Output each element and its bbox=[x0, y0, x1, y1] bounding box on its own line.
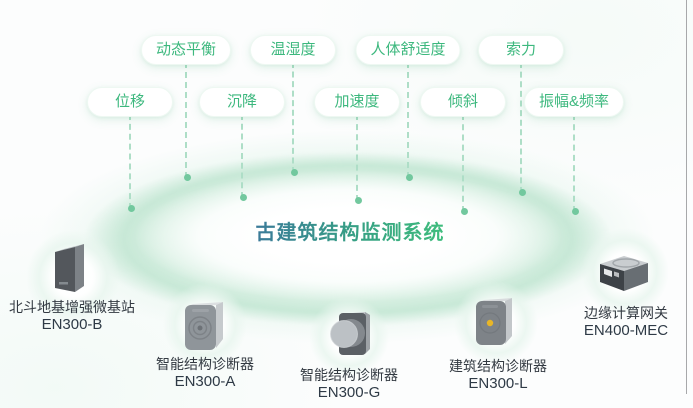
tag-cable-force: 索力 bbox=[478, 35, 564, 65]
connector-dot bbox=[461, 208, 468, 215]
connector-line-amplitude-frequency bbox=[572, 114, 579, 215]
device-illustration-en300-b bbox=[50, 240, 94, 296]
connector-line-settlement bbox=[240, 114, 247, 201]
connector-line-acceleration bbox=[355, 114, 362, 204]
connector-dot bbox=[355, 197, 362, 204]
device-name-en400-mec: 边缘计算网关 bbox=[583, 305, 668, 321]
tag-settlement: 沉降 bbox=[199, 87, 285, 117]
device-name-en300-l: 建筑结构诊断器 bbox=[449, 358, 547, 374]
connector-dot bbox=[519, 189, 526, 196]
device-model-en400-mec: EN400-MEC bbox=[583, 322, 669, 339]
tag-displacement: 位移 bbox=[87, 87, 173, 117]
device-name-en300-b: 北斗地基增强微基站 bbox=[9, 299, 135, 315]
connector-line-dynamic-balance bbox=[184, 62, 191, 181]
device-name-en300-g: 智能结构诊断器 bbox=[300, 367, 398, 383]
connector-line-cable-force bbox=[519, 62, 526, 196]
device-illustration-en300-l bbox=[472, 296, 516, 348]
connector-dot bbox=[240, 194, 247, 201]
tag-acceleration: 加速度 bbox=[314, 87, 400, 117]
connector-line-tilt bbox=[461, 114, 468, 215]
device-model-en300-a: EN300-A bbox=[174, 373, 236, 390]
connector-line-human-comfort bbox=[406, 62, 413, 181]
device-illustration-en300-a bbox=[181, 299, 229, 351]
tag-dynamic-balance: 动态平衡 bbox=[140, 35, 232, 65]
device-model-en300-b: EN300-B bbox=[41, 316, 103, 333]
tag-temperature-humidity: 温湿度 bbox=[250, 35, 336, 65]
device-name-en300-a: 智能结构诊断器 bbox=[156, 356, 254, 372]
tag-amplitude-frequency: 振幅&频率 bbox=[523, 87, 625, 117]
connector-line-temperature-humidity bbox=[291, 62, 298, 176]
connector-dot bbox=[291, 169, 298, 176]
connector-dot bbox=[572, 208, 579, 215]
system-title: 古建筑结构监测系统 bbox=[256, 216, 445, 245]
connector-dot bbox=[128, 205, 135, 212]
page-right-border bbox=[686, 0, 687, 394]
device-model-en300-l: EN300-L bbox=[468, 375, 528, 392]
device-model-en300-g: EN300-G bbox=[317, 384, 381, 401]
tag-human-comfort: 人体舒适度 bbox=[355, 35, 461, 65]
tag-tilt: 倾斜 bbox=[420, 87, 506, 117]
connector-dot bbox=[184, 174, 191, 181]
platform-inner bbox=[134, 170, 562, 302]
connector-dot bbox=[406, 174, 413, 181]
device-illustration-en300-g bbox=[325, 309, 373, 357]
connector-line-displacement bbox=[128, 114, 135, 212]
device-illustration-en400-mec bbox=[595, 251, 653, 293]
